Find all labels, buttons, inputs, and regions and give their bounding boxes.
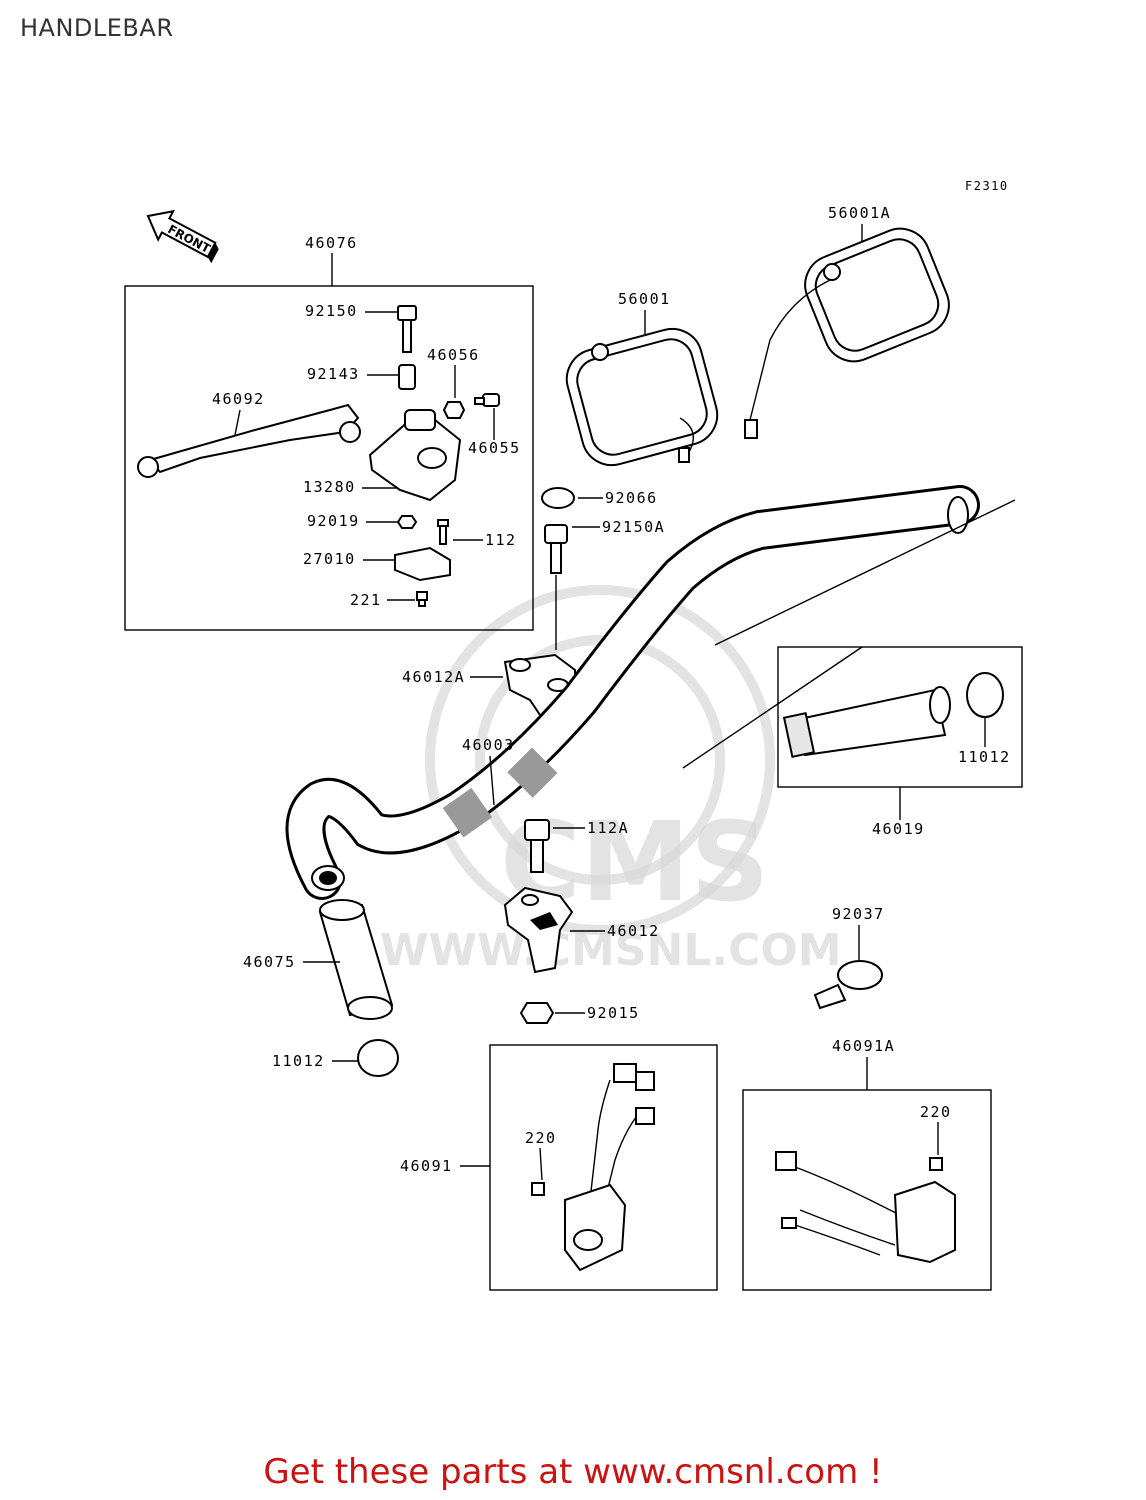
throttle-grip-46019 bbox=[782, 686, 951, 759]
mirror-56001A bbox=[744, 227, 950, 439]
label-46055: 46055 bbox=[468, 439, 521, 457]
label-56001A: 56001A bbox=[828, 204, 891, 222]
label-46003: 46003 bbox=[462, 736, 515, 754]
cta-link[interactable]: Get these parts at www.cmsnl.com ! bbox=[263, 1452, 883, 1492]
cap-11012-left bbox=[357, 1039, 399, 1077]
label-112: 112 bbox=[485, 531, 517, 549]
right-switch-box bbox=[742, 1089, 992, 1291]
label-46076: 46076 bbox=[305, 234, 358, 252]
label-46091A: 46091A bbox=[832, 1037, 895, 1055]
mirror-56001 bbox=[565, 327, 719, 467]
label-112A: 112A bbox=[587, 819, 629, 837]
label-92150A: 92150A bbox=[602, 518, 665, 536]
screw-46055 bbox=[474, 393, 500, 407]
bolt-92150 bbox=[397, 305, 417, 353]
label-13280: 13280 bbox=[303, 478, 356, 496]
label-220-left: 220 bbox=[525, 1129, 557, 1147]
screw-221 bbox=[416, 591, 428, 607]
lever-holder-13280 bbox=[368, 409, 462, 502]
clamp-46012 bbox=[503, 886, 574, 974]
right-switch-46091A bbox=[775, 1151, 956, 1264]
grip-46075 bbox=[318, 899, 394, 1020]
page-title: HANDLEBAR bbox=[20, 14, 174, 42]
lever-46092 bbox=[148, 403, 360, 474]
nut-92019 bbox=[396, 515, 418, 529]
bolt-92150A bbox=[544, 524, 568, 574]
figure-code: F2310 bbox=[965, 179, 1009, 193]
label-56001: 56001 bbox=[618, 290, 671, 308]
label-46019: 46019 bbox=[872, 820, 925, 838]
label-92066: 92066 bbox=[605, 489, 658, 507]
label-46092: 46092 bbox=[212, 390, 265, 408]
left-switch-46091 bbox=[531, 1063, 655, 1272]
label-46056: 46056 bbox=[427, 346, 480, 364]
label-220-right: 220 bbox=[920, 1103, 952, 1121]
nut-92015 bbox=[519, 1002, 555, 1024]
bolt-112A bbox=[524, 819, 550, 873]
collar-92143 bbox=[398, 364, 416, 390]
cap-92066 bbox=[541, 487, 575, 509]
label-92143: 92143 bbox=[307, 365, 360, 383]
cap-11012-right bbox=[966, 672, 1004, 718]
label-92015: 92015 bbox=[587, 1004, 640, 1022]
label-221: 221 bbox=[350, 591, 382, 609]
label-27010: 27010 bbox=[303, 550, 356, 568]
label-92019: 92019 bbox=[307, 512, 360, 530]
label-46091: 46091 bbox=[400, 1157, 453, 1175]
front-arrow-icon: FRONT bbox=[146, 209, 219, 264]
label-92150: 92150 bbox=[305, 302, 358, 320]
handlebar-46003 bbox=[285, 485, 980, 900]
switch-27010 bbox=[394, 546, 451, 582]
label-46012A: 46012A bbox=[402, 668, 465, 686]
label-92037: 92037 bbox=[832, 905, 885, 923]
guide-92037 bbox=[813, 960, 883, 1010]
label-11012-right: 11012 bbox=[958, 748, 1011, 766]
lever-assembly-box bbox=[124, 285, 534, 631]
watermark-url: WWW.CMSNL.COM bbox=[380, 925, 842, 976]
label-46075: 46075 bbox=[243, 953, 296, 971]
label-11012-left: 11012 bbox=[272, 1052, 325, 1070]
nut-46056 bbox=[442, 401, 466, 419]
screw-112 bbox=[437, 519, 449, 545]
left-switch-box bbox=[489, 1044, 718, 1291]
label-46012: 46012 bbox=[607, 922, 660, 940]
